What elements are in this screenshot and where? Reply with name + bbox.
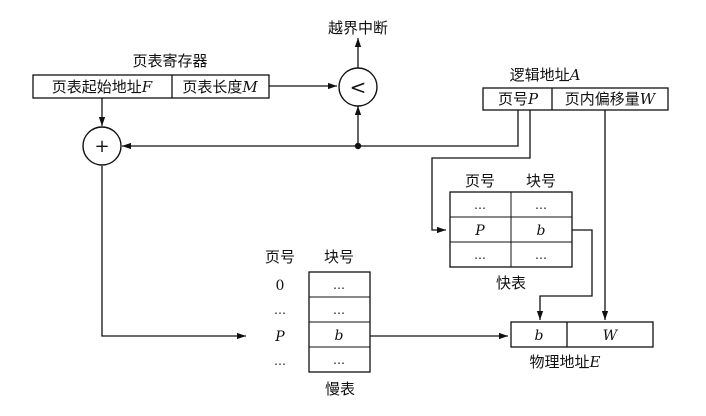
slow-table-title: 慢表	[325, 380, 355, 398]
fast-table-col-page: 页号	[465, 172, 495, 190]
slow-table-col-page: 页号	[265, 248, 295, 266]
arrow-page-to-fast-table	[431, 110, 531, 234]
logical-offset-field: 页内偏移量W	[565, 90, 657, 108]
slow-table-block-cell: …	[333, 278, 345, 292]
fast-table-title: 快表	[496, 274, 526, 292]
arrow-fast-table-to-physical	[536, 229, 593, 320]
comparator-symbol: <	[350, 75, 367, 99]
page-table-start-field: 页表起始地址F	[52, 78, 153, 96]
page-table-register-title: 页表寄存器	[132, 52, 207, 70]
overflow-interrupt-label: 越界中断	[328, 19, 388, 37]
slow-table-page-cell: …	[274, 354, 286, 368]
fast-table-cell: P	[474, 223, 485, 239]
connector-lines	[98, 38, 609, 340]
arrow-adder-to-slow-table	[101, 166, 246, 340]
fast-table-cell: …	[535, 248, 547, 262]
fast-table-cell: …	[474, 248, 486, 262]
physical-offset-field: W	[603, 328, 619, 344]
physical-block-field: b	[535, 328, 544, 344]
junction-dot	[354, 142, 362, 150]
slow-table-block-cell: …	[333, 353, 345, 367]
fast-table: … … P b … …	[449, 191, 573, 268]
adder-symbol: +	[94, 136, 109, 157]
slow-table-page-column: 0 … P …	[274, 278, 286, 368]
physical-address: b W	[510, 321, 654, 348]
slow-table-page-cell: 0	[276, 278, 285, 294]
comparator: <	[338, 67, 378, 107]
fast-table-cell: …	[474, 198, 486, 212]
adder: +	[82, 126, 122, 166]
fast-table-cell: b	[537, 223, 546, 239]
slow-table-page-cell: …	[274, 303, 286, 317]
slow-table-block-cell: b	[335, 328, 344, 344]
slow-table-block-cell: …	[333, 303, 345, 317]
slow-table-col-block: 块号	[324, 248, 354, 266]
fast-table-col-block: 块号	[526, 172, 556, 190]
physical-address-title: 物理地址E	[530, 353, 601, 371]
logical-address-title: 逻辑地址A	[510, 66, 581, 84]
arrow-page-to-adder	[122, 110, 519, 150]
slow-table: … … b …	[308, 271, 371, 373]
page-table-register: 页表起始地址F 页表长度M	[32, 74, 270, 99]
logical-address: 页号P 页内偏移量W	[482, 87, 669, 111]
logical-page-field: 页号P	[498, 90, 539, 108]
page-table-length-field: 页表长度M	[182, 78, 258, 96]
fast-table-cell: …	[535, 198, 547, 212]
slow-table-page-cell: P	[274, 329, 285, 345]
